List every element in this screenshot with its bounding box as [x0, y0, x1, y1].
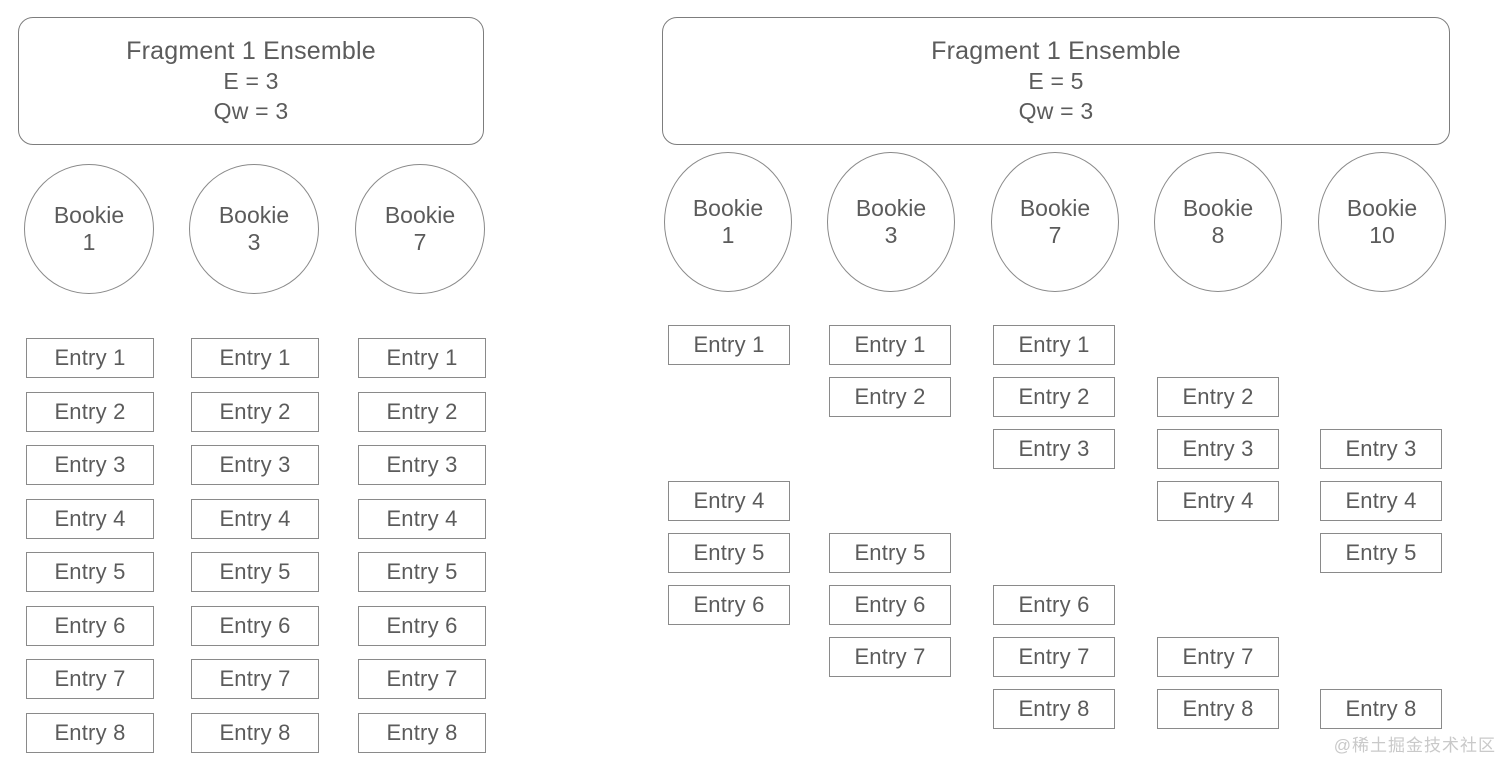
ensemble-title: Fragment 1 Ensemble: [126, 36, 376, 65]
entry-box: Entry 3: [191, 445, 319, 485]
entry-box: Entry 5: [358, 552, 486, 592]
entry-box: Entry 7: [829, 637, 951, 677]
entry-box: Entry 2: [358, 391, 486, 432]
bookie-id: 10: [1369, 222, 1395, 248]
ensemble-header-left: Fragment 1 Ensemble E = 3 Qw = 3: [18, 17, 484, 145]
bookie-label: Bookie: [218, 201, 290, 228]
entry-box: Entry 1: [358, 338, 486, 378]
entry-box: Entry 2: [26, 391, 154, 432]
entry-box: Entry 7: [26, 659, 154, 699]
entry-box: Entry 6: [668, 585, 790, 625]
entry-box: Entry 4: [668, 481, 790, 521]
entry-box: Entry 2: [829, 377, 951, 417]
entry-box: Entry 6: [993, 585, 1115, 625]
entry-box: Entry 8: [191, 712, 319, 753]
entry-box: Entry 1: [191, 338, 319, 378]
entry-box: Entry 2: [1157, 377, 1279, 417]
entry-box: Entry 7: [1157, 637, 1279, 677]
entry-box: Entry 2: [191, 391, 319, 432]
bookie-id: 8: [1211, 222, 1225, 248]
bookie-id: 1: [82, 229, 96, 255]
bookie-label: Bookie: [1346, 194, 1418, 221]
bookie-label: Bookie: [692, 194, 764, 221]
bookie-id: 7: [1048, 222, 1062, 248]
entry-box: Entry 6: [26, 605, 154, 646]
entry-box: Entry 3: [26, 445, 154, 485]
entry-box: Entry 4: [26, 498, 154, 539]
entry-box: Entry 3: [993, 429, 1115, 469]
entry-box: Entry 4: [1157, 481, 1279, 521]
entry-box: Entry 4: [191, 498, 319, 539]
bookie-label: Bookie: [53, 201, 125, 228]
entry-box: Entry 3: [358, 445, 486, 485]
entry-box: Entry 3: [1157, 429, 1279, 469]
entry-box: Entry 8: [358, 712, 486, 753]
entry-box: Entry 8: [1320, 689, 1442, 729]
entry-box: Entry 7: [191, 659, 319, 699]
entry-box: Entry 2: [993, 377, 1115, 417]
entry-box: Entry 4: [358, 498, 486, 539]
entry-box: Entry 1: [668, 325, 790, 365]
entry-box: Entry 1: [993, 325, 1115, 365]
entry-box: Entry 6: [829, 585, 951, 625]
entry-box: Entry 8: [993, 689, 1115, 729]
entry-box: Entry 6: [191, 605, 319, 646]
bookie-label: Bookie: [384, 201, 456, 228]
ensemble-header-right: Fragment 1 Ensemble E = 5 Qw = 3: [662, 17, 1450, 145]
bookie-label: Bookie: [1182, 194, 1254, 221]
entry-box: Entry 5: [668, 533, 790, 573]
bookie-id: 1: [721, 222, 735, 248]
bookie-label: Bookie: [1019, 194, 1091, 221]
entry-box: Entry 1: [26, 338, 154, 378]
ensemble-size-line: E = 3: [223, 68, 279, 95]
entry-box: Entry 5: [1320, 533, 1442, 573]
bookie-id: 3: [884, 222, 898, 248]
write-quorum-line: Qw = 3: [213, 98, 289, 125]
ensemble-title: Fragment 1 Ensemble: [931, 36, 1181, 65]
entry-box: Entry 1: [829, 325, 951, 365]
entry-box: Entry 5: [829, 533, 951, 573]
entry-box: Entry 6: [358, 605, 486, 646]
entry-box: Entry 5: [26, 552, 154, 592]
entry-box: Entry 5: [191, 552, 319, 592]
entry-box: Entry 3: [1320, 429, 1442, 469]
bookie-id: 3: [247, 229, 261, 255]
entry-box: Entry 7: [993, 637, 1115, 677]
watermark: @稀土掘金技术社区: [1333, 736, 1496, 755]
ensemble-size-line: E = 5: [1028, 68, 1084, 95]
bookie-id: 7: [413, 229, 427, 255]
entry-box: Entry 4: [1320, 481, 1442, 521]
entry-box: Entry 7: [358, 659, 486, 699]
bookie-label: Bookie: [855, 194, 927, 221]
entry-box: Entry 8: [1157, 689, 1279, 729]
write-quorum-line: Qw = 3: [1018, 98, 1094, 125]
entry-box: Entry 8: [26, 712, 154, 753]
